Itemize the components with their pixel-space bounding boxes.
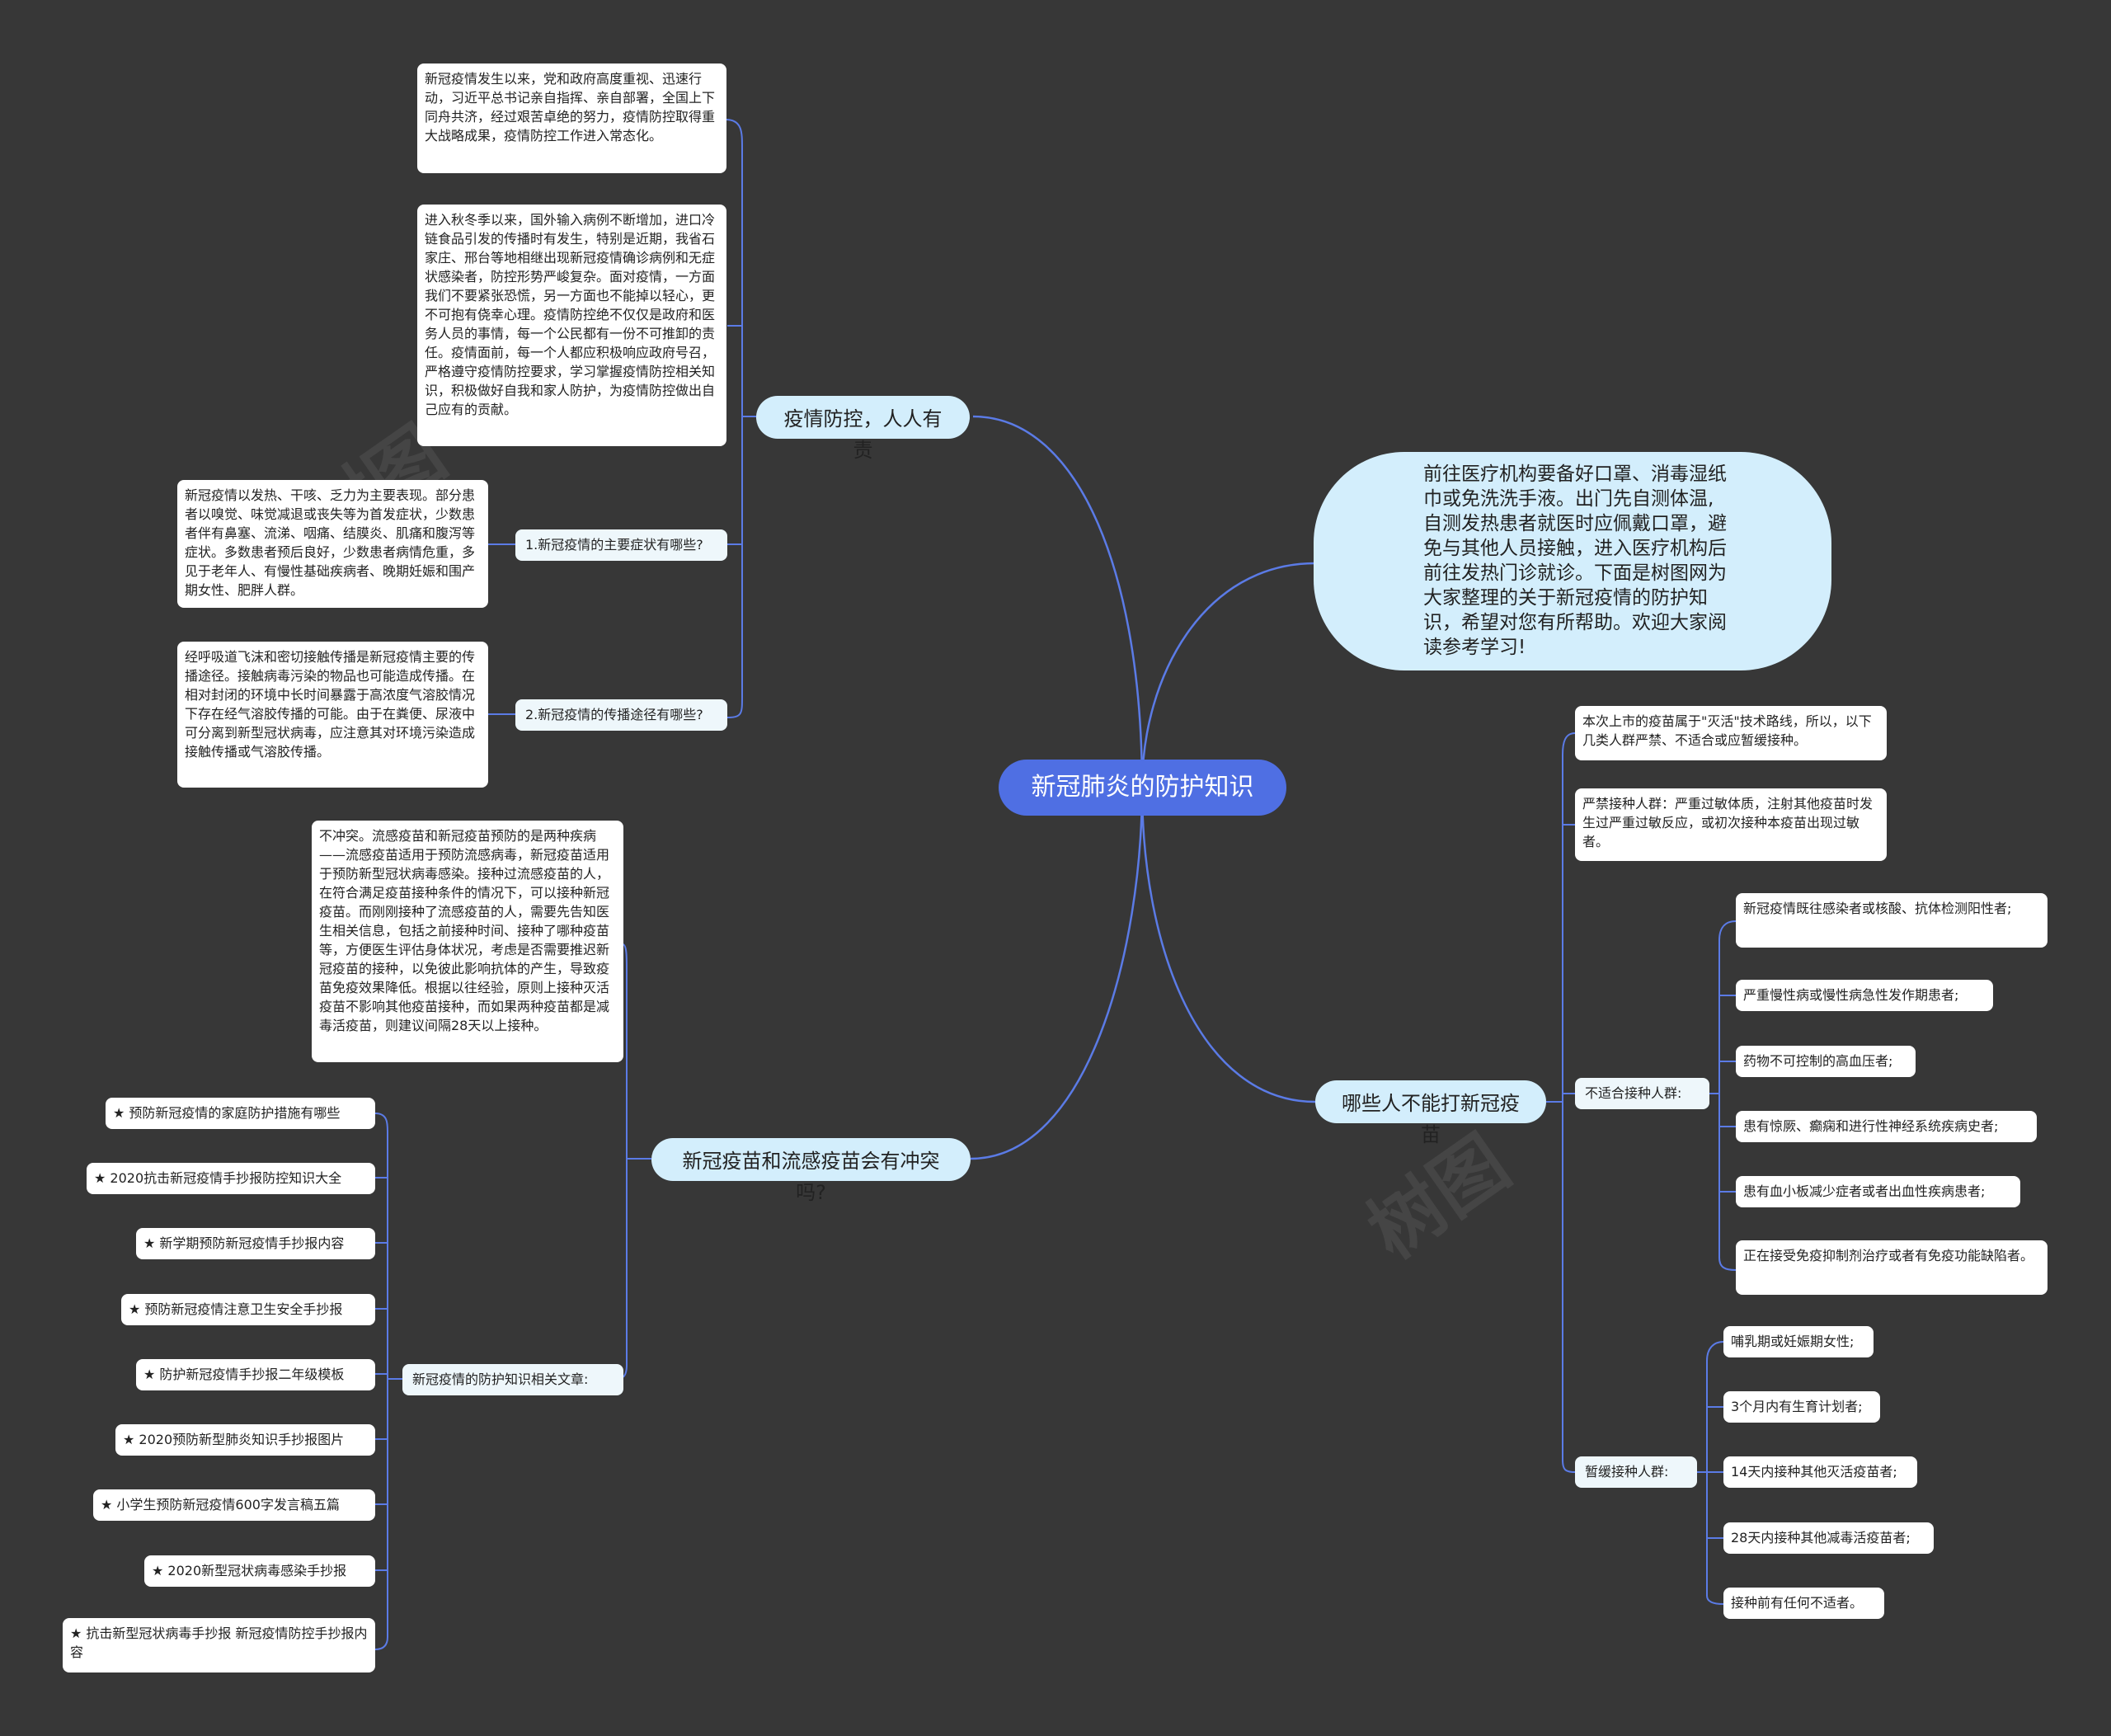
related-article-link[interactable]: ★ 2020预防新型肺炎知识手抄报图片 — [115, 1424, 375, 1456]
related-article-link[interactable]: ★ 防护新冠疫情手抄报二年级模板 — [136, 1359, 375, 1390]
deferred-item: 14天内接种其他灭活疫苗者; — [1723, 1456, 1917, 1488]
related-article-link[interactable]: ★ 预防新冠疫情注意卫生安全手抄报 — [121, 1294, 375, 1325]
deferred-group-label[interactable]: 暂缓接种人群: — [1575, 1456, 1697, 1488]
unsuitable-item: 正在接受免疫抑制剂治疗或者有免疫功能缺陷者。 — [1736, 1240, 2048, 1295]
related-article-link[interactable]: ★ 新学期预防新冠疫情手抄报内容 — [136, 1228, 375, 1259]
related-article-link[interactable]: ★ 抗击新型冠状病毒手抄报 新冠疫情防控手抄报内容 — [63, 1618, 375, 1672]
vaccine-route-note: 本次上市的疫苗属于"灭活"技术路线，所以，以下几类人群严禁、不适合或应暂缓接种。 — [1575, 706, 1887, 760]
related-article-link[interactable]: ★ 2020新型冠状病毒感染手抄报 — [144, 1555, 375, 1587]
intro-bubble[interactable]: 前往医疗机构要备好口罩、消毒湿纸巾或免洗洗手液。出门先自测体温,自测发热患者就医… — [1314, 452, 1831, 670]
unsuitable-item: 严重慢性病或慢性病急性发作期患者; — [1736, 980, 1993, 1011]
unsuitable-group-label[interactable]: 不适合接种人群: — [1575, 1078, 1709, 1109]
question-symptoms[interactable]: 1.新冠疫情的主要症状有哪些? — [515, 529, 727, 561]
epidemic-responsibility-note: 进入秋冬季以来，国外输入病例不断增加，进口冷链食品引发的传播时有发生，特别是近期… — [417, 205, 726, 446]
branch-vaccine-exclusions[interactable]: 哪些人不能打新冠疫苗 — [1315, 1080, 1546, 1146]
vaccine-conflict-answer: 不冲突。流感疫苗和新冠疫苗预防的是两种疾病——流感疫苗适用于预防流感病毒，新冠疫… — [312, 821, 623, 1062]
related-article-link[interactable]: ★ 2020抗击新冠疫情手抄报防控知识大全 — [87, 1163, 375, 1194]
branch-epidemic-prevention[interactable]: 疫情防控，人人有责 — [756, 396, 970, 462]
branch-vaccine-conflict[interactable]: 新冠疫苗和流感疫苗会有冲突吗? — [651, 1138, 971, 1204]
related-articles-label[interactable]: 新冠疫情的防护知识相关文章: — [402, 1364, 623, 1395]
answer-transmission: 经呼吸道飞沫和密切接触传播是新冠疫情主要的传播途径。接触病毒污染的物品也可能造成… — [177, 642, 488, 788]
related-article-link[interactable]: ★ 预防新冠疫情的家庭防护措施有哪些 — [106, 1098, 375, 1129]
deferred-item: 3个月内有生育计划者; — [1723, 1391, 1880, 1423]
unsuitable-item: 新冠疫情既往感染者或核酸、抗体检测阳性者; — [1736, 893, 2048, 948]
question-transmission[interactable]: 2.新冠疫情的传播途径有哪些? — [515, 699, 727, 731]
epidemic-summary-note: 新冠疫情发生以来，党和政府高度重视、迅速行动，习近平总书记亲自指挥、亲自部署，全… — [417, 64, 726, 173]
prohibited-group-note: 严禁接种人群：严重过敏体质，注射其他疫苗时发生过严重过敏反应，或初次接种本疫苗出… — [1575, 788, 1887, 861]
deferred-item: 28天内接种其他减毒活疫苗者; — [1723, 1522, 1934, 1554]
central-topic[interactable]: 新冠肺炎的防护知识 — [999, 760, 1286, 816]
deferred-item: 哺乳期或妊娠期女性; — [1723, 1326, 1874, 1357]
deferred-item: 接种前有任何不适者。 — [1723, 1588, 1884, 1619]
unsuitable-item: 患有惊厥、癫痫和进行性神经系统疾病史者; — [1736, 1111, 2037, 1142]
answer-symptoms: 新冠疫情以发热、干咳、乏力为主要表现。部分患者以嗅觉、味觉减退或丧失等为首发症状… — [177, 480, 488, 608]
related-article-link[interactable]: ★ 小学生预防新冠疫情600字发言稿五篇 — [93, 1489, 375, 1521]
unsuitable-item: 药物不可控制的高血压者; — [1736, 1046, 1916, 1077]
unsuitable-item: 患有血小板减少症者或者出血性疾病患者; — [1736, 1176, 2020, 1207]
